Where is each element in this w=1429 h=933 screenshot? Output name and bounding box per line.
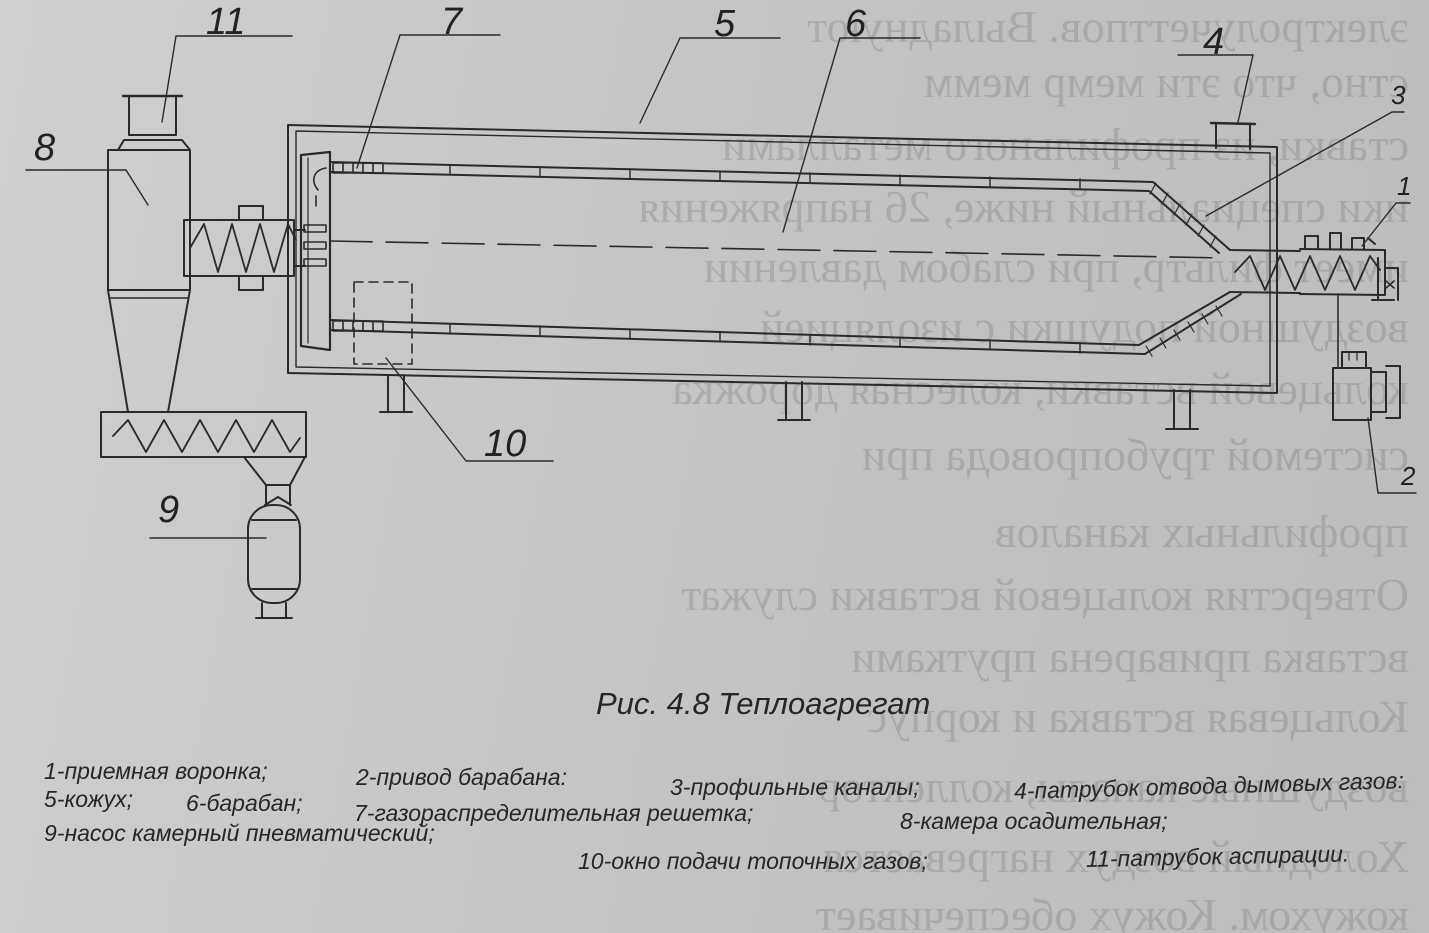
callout-2: 2 (1400, 461, 1416, 491)
legend-item-4: 4-патрубок отвода дымовых газов: (1013, 767, 1405, 804)
callout-4: 4 (1203, 21, 1224, 63)
legend-item-2: 2-привод барабана: (356, 764, 567, 790)
legend-item-9: 9-насос камерный пневматический; (44, 820, 435, 846)
drum (299, 150, 1301, 355)
gas-distribution-grid (303, 162, 384, 332)
settling-chamber (107, 94, 191, 413)
callout-1: 1 (1397, 171, 1411, 201)
callout-10: 10 (484, 423, 526, 465)
legend-item-7: 7-газораспределительная решетка; (354, 800, 754, 826)
legend-item-1: 1-приемная воронка; (44, 758, 268, 784)
drum-drive (1332, 295, 1401, 421)
callout-9: 9 (158, 489, 179, 531)
callout-3: 3 (1391, 80, 1406, 110)
support-leg (379, 374, 413, 413)
legend-item-5: 5-кожух; (44, 786, 134, 812)
callout-7: 7 (441, 1, 464, 43)
legend-item-3: 3-профильные каналы; (670, 774, 920, 800)
profile-channels (1145, 182, 1223, 357)
casing (287, 121, 1278, 430)
leader-lines (25, 34, 1417, 539)
legend-item-11: 11-патрубок аспирации. (1085, 840, 1350, 872)
callout-11: 11 (206, 1, 245, 43)
legend-item-8: 8-камера осадительная; (900, 808, 1168, 834)
support-leg (777, 381, 811, 421)
support-leg (1165, 389, 1199, 430)
legend-item-6: 6-барабан; (186, 790, 303, 816)
bottom-screw (100, 411, 307, 506)
chamber-pump (247, 496, 301, 619)
furnace-gas-window (353, 281, 413, 365)
callout-5: 5 (714, 3, 736, 45)
heat-unit-diagram: 1 2 3 4 5 6 7 8 9 10 11 (25, 1, 1417, 619)
receiving-hopper (1234, 232, 1399, 301)
aspiration-nozzle (128, 95, 177, 136)
screw-conveyor (183, 205, 306, 291)
callout-6: 6 (845, 3, 867, 45)
figure-caption: Рис. 4.8 Теплоагрегат (596, 686, 931, 721)
callout-8: 8 (34, 127, 55, 169)
legend-item-10: 10-окно подачи топочных газов; (578, 848, 928, 874)
